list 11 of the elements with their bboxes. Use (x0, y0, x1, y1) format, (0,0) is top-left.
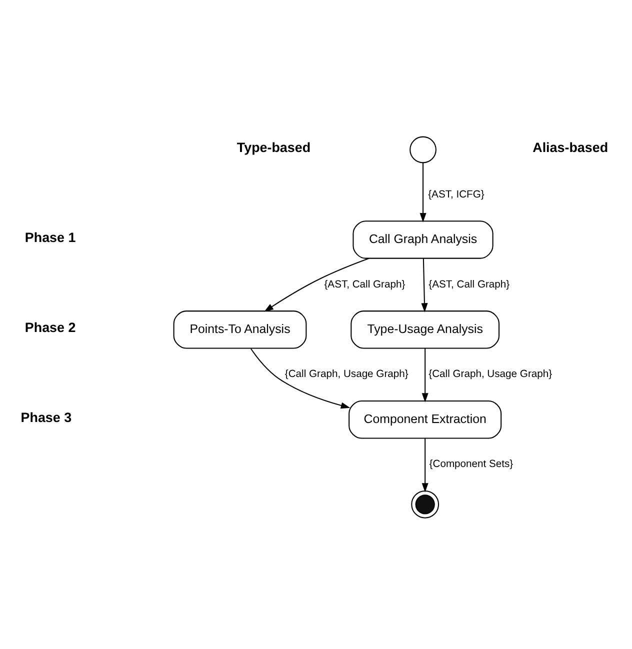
edge-label: {Call Graph, Usage Graph} (428, 369, 552, 380)
edge-label: {Call Graph, Usage Graph} (284, 369, 408, 380)
label: Phase 2 (24, 320, 76, 336)
label: Phase 3 (20, 410, 72, 426)
label: Alias-based (532, 140, 608, 156)
label: Type-based (236, 140, 311, 156)
edge-label: {AST, ICFG} (428, 189, 484, 200)
edge-label: {AST, Call Graph} (428, 279, 510, 290)
edge-label: {AST, Call Graph} (324, 279, 406, 290)
label: Phase 1 (24, 230, 76, 246)
edge-label: {Component Sets} (429, 459, 514, 470)
